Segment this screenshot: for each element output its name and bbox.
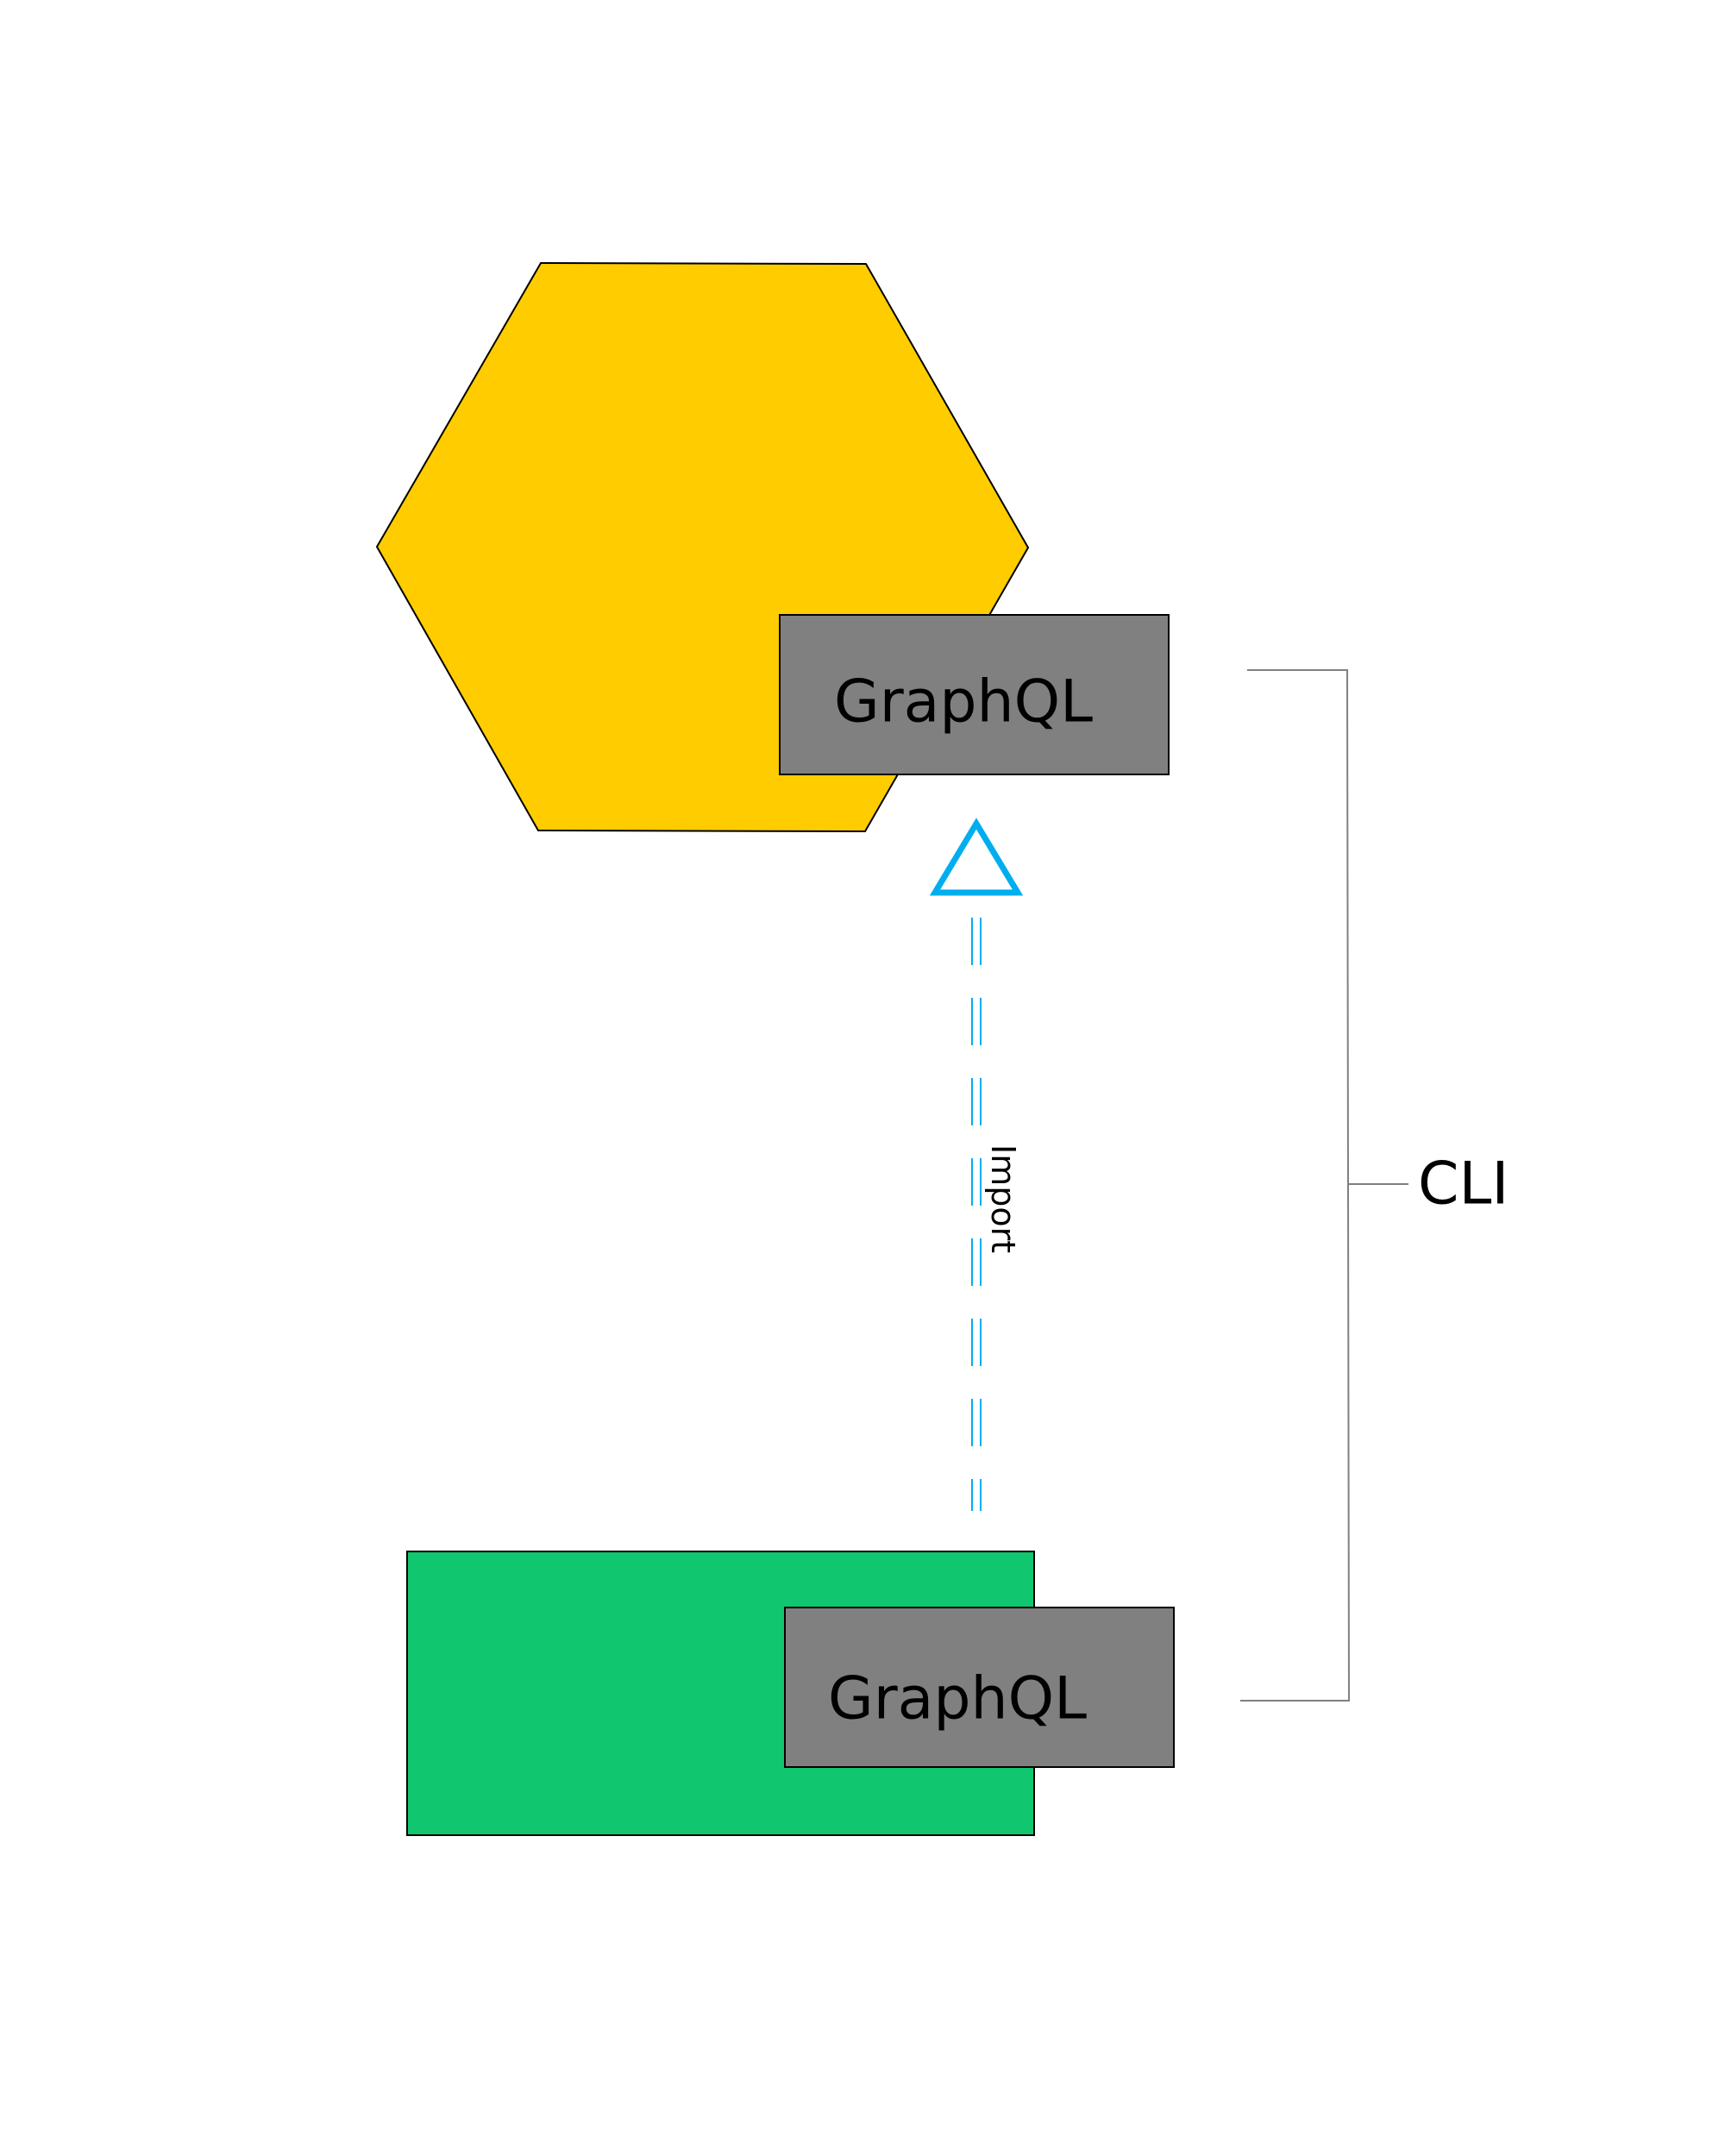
cli-label: CLI: [1418, 1150, 1509, 1219]
top-graphql-label: GraphQL: [834, 668, 1093, 736]
bottom-graphql-label: GraphQL: [828, 1665, 1087, 1733]
cli-bracket: [1240, 669, 1408, 1702]
top-graphql-interface: [779, 614, 1170, 775]
import-edge: [971, 918, 982, 1511]
bottom-graphql-interface: [784, 1607, 1175, 1768]
import-arrowhead-icon: [929, 818, 1024, 896]
import-edge-label: Import: [984, 1144, 1022, 1253]
import-edge-dashes: [971, 918, 982, 1511]
cli-bracket-path: [1240, 669, 1351, 1702]
